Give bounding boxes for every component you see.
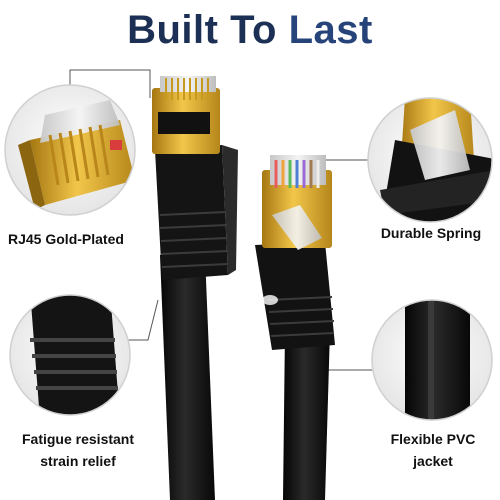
callout-line-rj45 [69, 69, 151, 98]
page-title: Built To Last [0, 8, 500, 52]
caption-durable-spring: Durable Spring [380, 225, 482, 241]
caption-strain-relief-line2: strain relief [40, 453, 116, 469]
rj45-closeup-icon [4, 84, 136, 216]
caption-strain-relief-line1: Fatigue resistant [21, 431, 135, 447]
caption-strain-relief: Fatigue resistant strain relief [4, 428, 152, 472]
right-cable [255, 155, 335, 500]
caption-rj45-gold-plated: RJ45 Gold-Plated [8, 231, 124, 247]
caption-flexible-pvc-line1: Flexible PVC [390, 431, 476, 447]
title-part-1: Built To [127, 8, 277, 52]
left-cable [152, 76, 238, 500]
pvc-jacket-closeup-icon [371, 299, 493, 421]
callout-line-strain [128, 299, 159, 341]
spring-closeup-icon [367, 97, 493, 223]
strain-relief-closeup-icon [9, 294, 131, 416]
caption-flexible-pvc: Flexible PVC jacket [366, 428, 500, 472]
caption-flexible-pvc-line2: jacket [413, 453, 453, 469]
title-part-2: Last [288, 8, 373, 52]
